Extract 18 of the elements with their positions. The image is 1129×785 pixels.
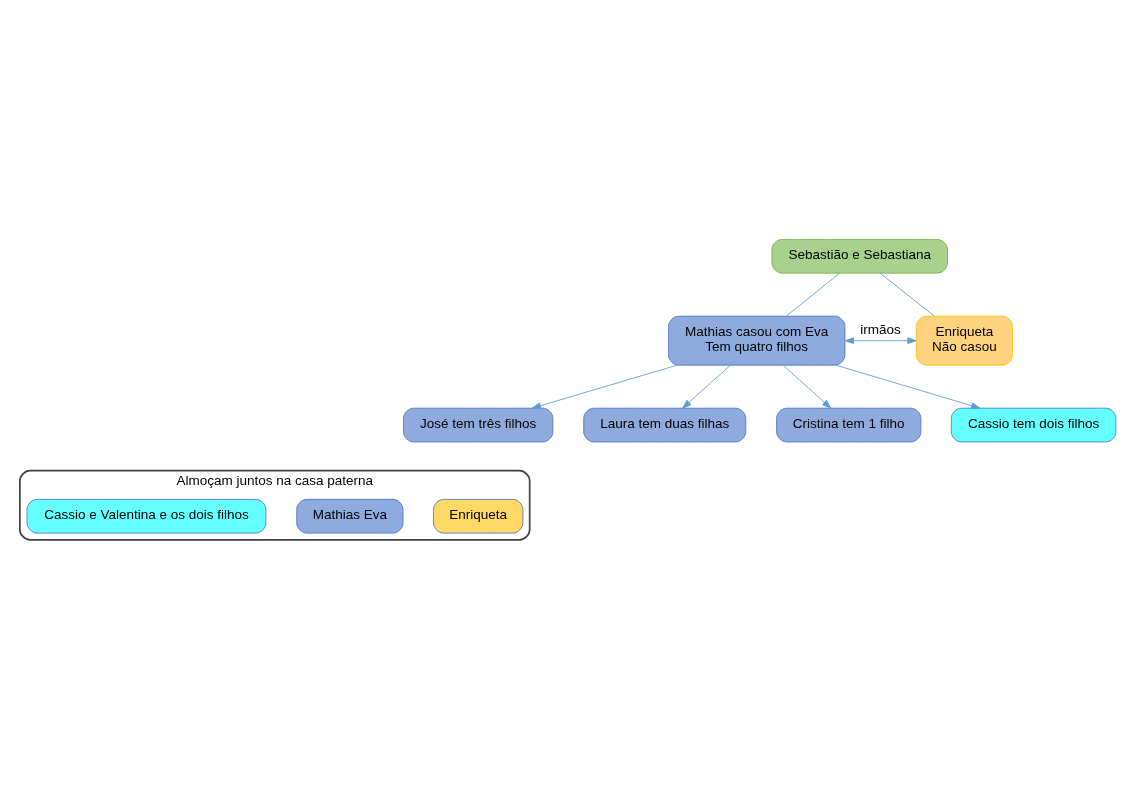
node-box: Mathias casou com Eva Tem quatro filhos <box>668 315 846 366</box>
edge-label: irmãos <box>860 321 901 337</box>
arrow <box>682 364 731 409</box>
node-box: Cassio tem dois filhos <box>950 407 1117 442</box>
arrow <box>531 364 678 409</box>
node-box: José tem três filhos <box>403 407 554 442</box>
connector <box>879 272 935 316</box>
node-box: Laura tem duas filhas <box>583 407 747 442</box>
connector <box>786 272 841 316</box>
node-box: Sebastião e Sebastiana <box>771 238 948 274</box>
arrow <box>782 364 832 409</box>
node-box: Cassio e Valentina e os dois filhos <box>26 498 267 534</box>
node-box: Mathias Eva <box>296 498 404 534</box>
arrow <box>835 364 981 409</box>
arrow <box>844 336 917 344</box>
node-box: Enriqueta Não casou <box>915 315 1013 366</box>
node-box: Cristina tem 1 filho <box>776 407 922 442</box>
node-box: Enriqueta <box>433 498 524 534</box>
